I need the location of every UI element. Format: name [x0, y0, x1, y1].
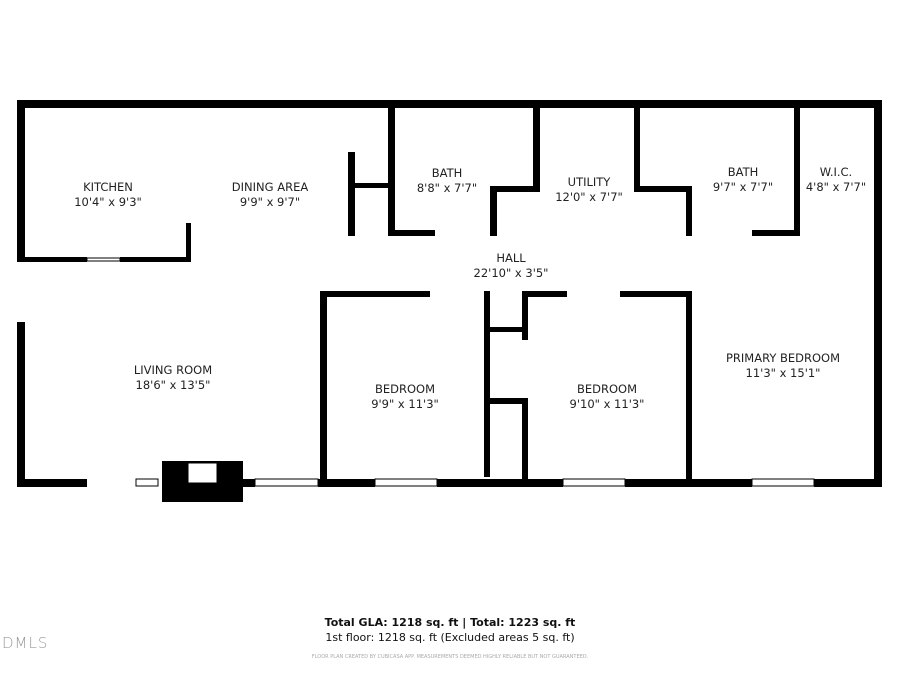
room-name: BATH [727, 165, 759, 179]
room-name: LIVING ROOM [133, 363, 213, 377]
room-name: DINING AREA [231, 180, 309, 194]
room-dims: 18'6" x 13'5" [135, 378, 211, 392]
disclaimer: FLOOR PLAN CREATED BY CUBICASA APP. MEAS… [311, 654, 589, 660]
floor-area: 1st floor: 1218 sq. ft (Excluded areas 5… [325, 631, 575, 644]
room-name: W.I.C. [819, 165, 853, 179]
room-name: HALL [496, 251, 526, 265]
room-dims: 10'4" x 9'3" [74, 195, 142, 209]
room-name: BATH [431, 166, 463, 180]
total-area: Total GLA: 1218 sq. ft | Total: 1223 sq.… [324, 616, 576, 629]
logo: DMLS [2, 634, 49, 652]
walls [17, 100, 882, 487]
room-dims: 9'10" x 11'3" [569, 397, 645, 411]
room-name: BEDROOM [576, 382, 638, 396]
room-dims: 8'8" x 7'7" [416, 181, 478, 195]
room-name: PRIMARY BEDROOM [725, 351, 841, 365]
room-name: UTILITY [567, 175, 611, 189]
room-dims: 9'9" x 11'3" [371, 397, 439, 411]
room-dims: 11'3" x 15'1" [745, 366, 821, 380]
windows [86, 257, 815, 487]
room-dims: 12'0" x 7'7" [555, 190, 623, 204]
room-dims: 9'9" x 9'7" [239, 195, 301, 209]
room-dims: 4'8" x 7'7" [805, 180, 867, 194]
room-name: KITCHEN [83, 180, 133, 194]
fireplace [162, 461, 243, 502]
room-dims: 9'7" x 7'7" [712, 180, 774, 194]
room-name: BEDROOM [374, 382, 436, 396]
room-dims: 22'10" x 3'5" [473, 266, 549, 280]
room-wic: W.I.C.4'8" x 7'7" [806, 165, 866, 195]
